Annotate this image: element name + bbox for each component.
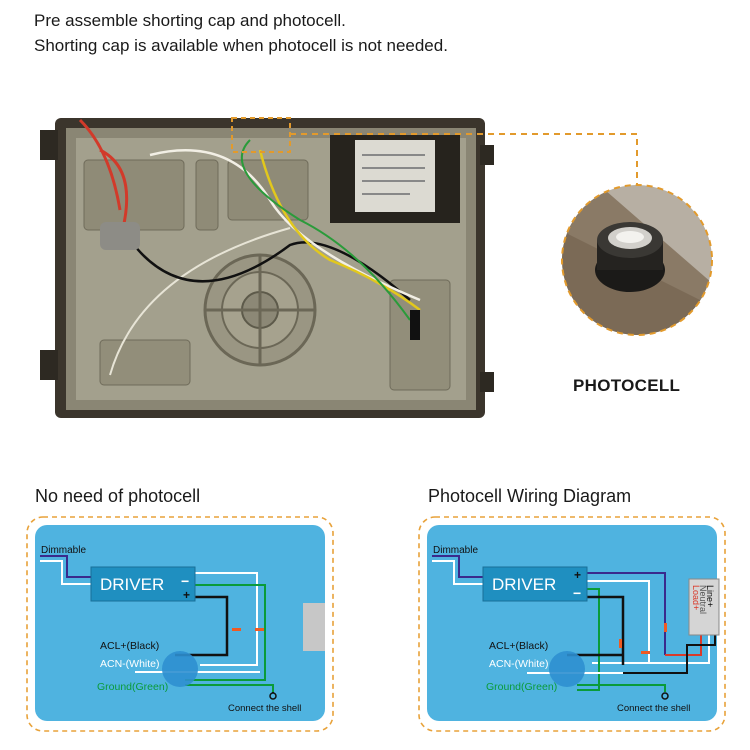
neutral-terminal-label: Neutral [698, 585, 708, 614]
intro-line-2: Shorting cap is available when photocell… [34, 36, 448, 55]
photocell-wiring-diagram: Line+ Neutral Load+ DRIVER + − Dimmable … [418, 516, 726, 732]
dimmable-wire [40, 555, 105, 578]
acl-label: ACL+(Black) [489, 640, 548, 652]
no-photocell-diagram: DRIVER − + Dimmable ACL+(Black) ACN-(Whi… [26, 516, 334, 732]
shell-label: Connect the shell [228, 703, 301, 714]
dashed-border [26, 516, 334, 732]
intro-line-1: Pre assemble shorting cap and photocell. [34, 11, 346, 30]
ground-label: Ground(Green) [97, 681, 168, 693]
load-terminal-label: Load+ [691, 585, 701, 610]
acl-label: ACL+(Black) [100, 640, 159, 652]
photocell-closeup [561, 184, 713, 336]
driver-label: DRIVER [100, 575, 164, 594]
acn-label: ACN-(White) [100, 658, 160, 670]
photocell-label: PHOTOCELL [573, 376, 681, 395]
driver-minus: − [573, 585, 581, 601]
photocell-terminal-box [688, 578, 720, 636]
ground-label: Ground(Green) [486, 681, 557, 693]
fixture-housing [40, 117, 494, 418]
fixture-photo [40, 117, 713, 418]
right-diagram-title: Photocell Wiring Diagram [428, 486, 632, 506]
driver-minus: − [181, 573, 189, 589]
intro-text: Pre assemble shorting cap and photocell.… [34, 8, 448, 58]
acn-label: ACN-(White) [489, 658, 549, 670]
driver-label: DRIVER [492, 575, 556, 594]
shell-label: Connect the shell [617, 703, 690, 714]
driver-plus: + [183, 588, 190, 602]
driver-plus: + [574, 568, 581, 582]
left-diagram-title: No need of photocell [35, 486, 201, 506]
driver-box [90, 566, 196, 602]
line-terminal-label: Line+ [705, 585, 715, 607]
dimmable-label: Dimmable [433, 545, 478, 556]
dashed-border [418, 516, 726, 732]
callout-line [290, 133, 638, 190]
driver-box [482, 566, 588, 602]
dimmable-label: Dimmable [41, 545, 86, 556]
